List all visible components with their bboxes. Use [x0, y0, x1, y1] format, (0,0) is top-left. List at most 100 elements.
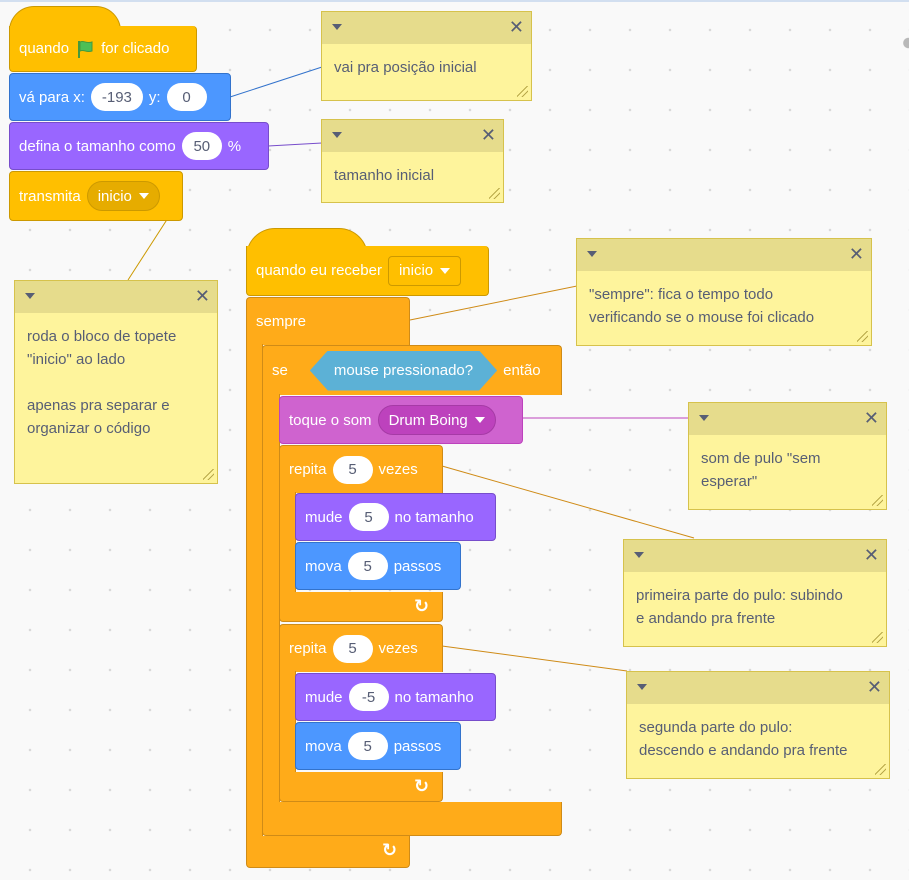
- collapse-chevron-icon[interactable]: [587, 251, 597, 257]
- if-then-block[interactable]: se mouse pressionado? então: [262, 345, 562, 395]
- comment-note-7[interactable]: ✕ segunda parte do pulo: descendo e anda…: [626, 671, 890, 779]
- resize-handle-icon[interactable]: [517, 86, 528, 97]
- comment-text[interactable]: segunda parte do pulo: descendo e andand…: [639, 719, 848, 759]
- change-size-block-1[interactable]: mude 5 no tamanho: [295, 493, 496, 541]
- by-size-label: no tamanho: [394, 508, 474, 526]
- comment-text[interactable]: "sempre": fica o tempo todo verificando …: [589, 286, 815, 326]
- repeat-label: repita: [289, 461, 327, 478]
- sound-dropdown[interactable]: Drum Boing: [377, 405, 496, 435]
- comment-note-3[interactable]: ✕ roda o bloco de topete "inicio" ao lad…: [14, 280, 218, 484]
- green-flag-icon: [78, 40, 93, 58]
- if-arm: [262, 394, 280, 804]
- resize-handle-icon[interactable]: [872, 495, 883, 506]
- comment-note-5[interactable]: ✕ som de pulo "sem esperar": [688, 402, 887, 510]
- close-icon[interactable]: ✕: [508, 17, 524, 37]
- repeat-times-input-1[interactable]: 5: [332, 455, 373, 484]
- collapse-chevron-icon[interactable]: [634, 552, 644, 558]
- steps-label: passos: [393, 557, 442, 575]
- broadcast-block[interactable]: transmita inicio: [9, 171, 183, 221]
- set-size-block[interactable]: defina o tamanho como 50 %: [9, 122, 269, 170]
- comment-note-1[interactable]: ✕ vai pra posição inicial: [321, 11, 532, 101]
- repeat-times-input-2[interactable]: 5: [332, 634, 373, 663]
- move-steps-input-1[interactable]: 5: [347, 552, 388, 580]
- y-input[interactable]: 0: [166, 83, 207, 111]
- repeat-footer-1[interactable]: [279, 592, 443, 622]
- forever-label: sempre: [256, 313, 307, 330]
- loop-arrow-icon: ↻: [414, 776, 430, 796]
- comment-header[interactable]: ✕: [322, 12, 531, 44]
- comment-header[interactable]: ✕: [15, 281, 217, 313]
- dropdown-caret-icon: [138, 193, 149, 199]
- repeat-block-1[interactable]: repita 5 vezes: [279, 445, 443, 493]
- mouse-down-condition[interactable]: mouse pressionado?: [310, 351, 497, 391]
- size-input[interactable]: 50: [181, 132, 222, 160]
- start-sound-label: toque o som: [289, 411, 372, 429]
- when-i-receive-block[interactable]: quando eu receber inicio: [246, 246, 489, 296]
- forever-footer[interactable]: [246, 836, 410, 868]
- comment-text[interactable]: tamanho inicial: [334, 167, 435, 184]
- when-flag-clicked-block[interactable]: quando for clicado: [9, 26, 197, 72]
- close-icon[interactable]: ✕: [480, 125, 496, 145]
- comment-text[interactable]: som de pulo "sem esperar": [701, 450, 821, 490]
- resize-handle-icon[interactable]: [857, 331, 868, 342]
- move-label: mova: [305, 737, 342, 755]
- times-label: vezes: [378, 461, 418, 478]
- repeat-block-2[interactable]: repita 5 vezes: [279, 624, 443, 672]
- when-receive-label: quando eu receber: [256, 262, 382, 279]
- percent-label: %: [227, 137, 242, 155]
- broadcast-message-dropdown[interactable]: inicio: [86, 181, 160, 211]
- comment-note-4[interactable]: ✕ "sempre": fica o tempo todo verificand…: [576, 238, 872, 346]
- move-steps-input-2[interactable]: 5: [347, 732, 388, 760]
- close-icon[interactable]: ✕: [866, 677, 882, 697]
- comment-text[interactable]: roda o bloco de topete "inicio" ao lado …: [27, 328, 177, 437]
- resize-handle-icon[interactable]: [872, 632, 883, 643]
- go-to-label: vá para x:: [19, 88, 85, 106]
- resize-handle-icon[interactable]: [489, 188, 500, 199]
- x-input[interactable]: -193: [90, 83, 143, 111]
- comment-header[interactable]: ✕: [322, 120, 503, 152]
- receive-message-value: inicio: [398, 262, 434, 279]
- loop-arrow-icon: ↻: [382, 840, 398, 860]
- close-icon[interactable]: ✕: [863, 408, 879, 428]
- collapse-chevron-icon[interactable]: [699, 415, 709, 421]
- collapse-chevron-icon[interactable]: [637, 684, 647, 690]
- repeat-footer-2[interactable]: [279, 772, 443, 802]
- y-label: y:: [148, 88, 161, 106]
- if-footer[interactable]: [262, 802, 562, 836]
- comment-header[interactable]: ✕: [689, 403, 886, 435]
- resize-handle-icon[interactable]: [875, 764, 886, 775]
- collapse-chevron-icon[interactable]: [332, 24, 342, 30]
- comment-note-6[interactable]: ✕ primeira parte do pulo: subindo e anda…: [623, 539, 887, 647]
- comment-header[interactable]: ✕: [624, 540, 886, 572]
- workspace-edge-icon: [900, 32, 909, 54]
- set-size-label: defina o tamanho como: [19, 137, 176, 155]
- change-size-input-1[interactable]: 5: [348, 503, 389, 531]
- resize-handle-icon[interactable]: [203, 469, 214, 480]
- receive-message-dropdown[interactable]: inicio: [387, 255, 462, 286]
- dropdown-caret-icon: [474, 417, 485, 423]
- comment-note-2[interactable]: ✕ tamanho inicial: [321, 119, 504, 203]
- collapse-chevron-icon[interactable]: [25, 293, 35, 299]
- if-label: se: [272, 362, 288, 379]
- comment-text[interactable]: primeira parte do pulo: subindo e andand…: [636, 587, 843, 627]
- workspace-top-border: [0, 0, 909, 2]
- move-steps-block-2[interactable]: mova 5 passos: [295, 722, 461, 770]
- change-size-input-2[interactable]: -5: [348, 683, 389, 711]
- collapse-chevron-icon[interactable]: [332, 132, 342, 138]
- forever-block[interactable]: sempre: [246, 297, 410, 345]
- loop-arrow-icon: ↻: [414, 596, 430, 616]
- close-icon[interactable]: ✕: [194, 286, 210, 306]
- comment-text[interactable]: vai pra posição inicial: [334, 59, 477, 76]
- close-icon[interactable]: ✕: [863, 545, 879, 565]
- go-to-xy-block[interactable]: vá para x: -193 y: 0: [9, 73, 231, 121]
- repeat-arm-1: [279, 492, 296, 594]
- start-sound-block[interactable]: toque o som Drum Boing: [279, 396, 523, 444]
- move-steps-block-1[interactable]: mova 5 passos: [295, 542, 461, 590]
- comment-header[interactable]: ✕: [577, 239, 871, 271]
- times-label: vezes: [378, 640, 418, 657]
- close-icon[interactable]: ✕: [848, 244, 864, 264]
- comment-header[interactable]: ✕: [627, 672, 889, 704]
- change-size-block-2[interactable]: mude -5 no tamanho: [295, 673, 496, 721]
- forever-arm: [246, 344, 263, 838]
